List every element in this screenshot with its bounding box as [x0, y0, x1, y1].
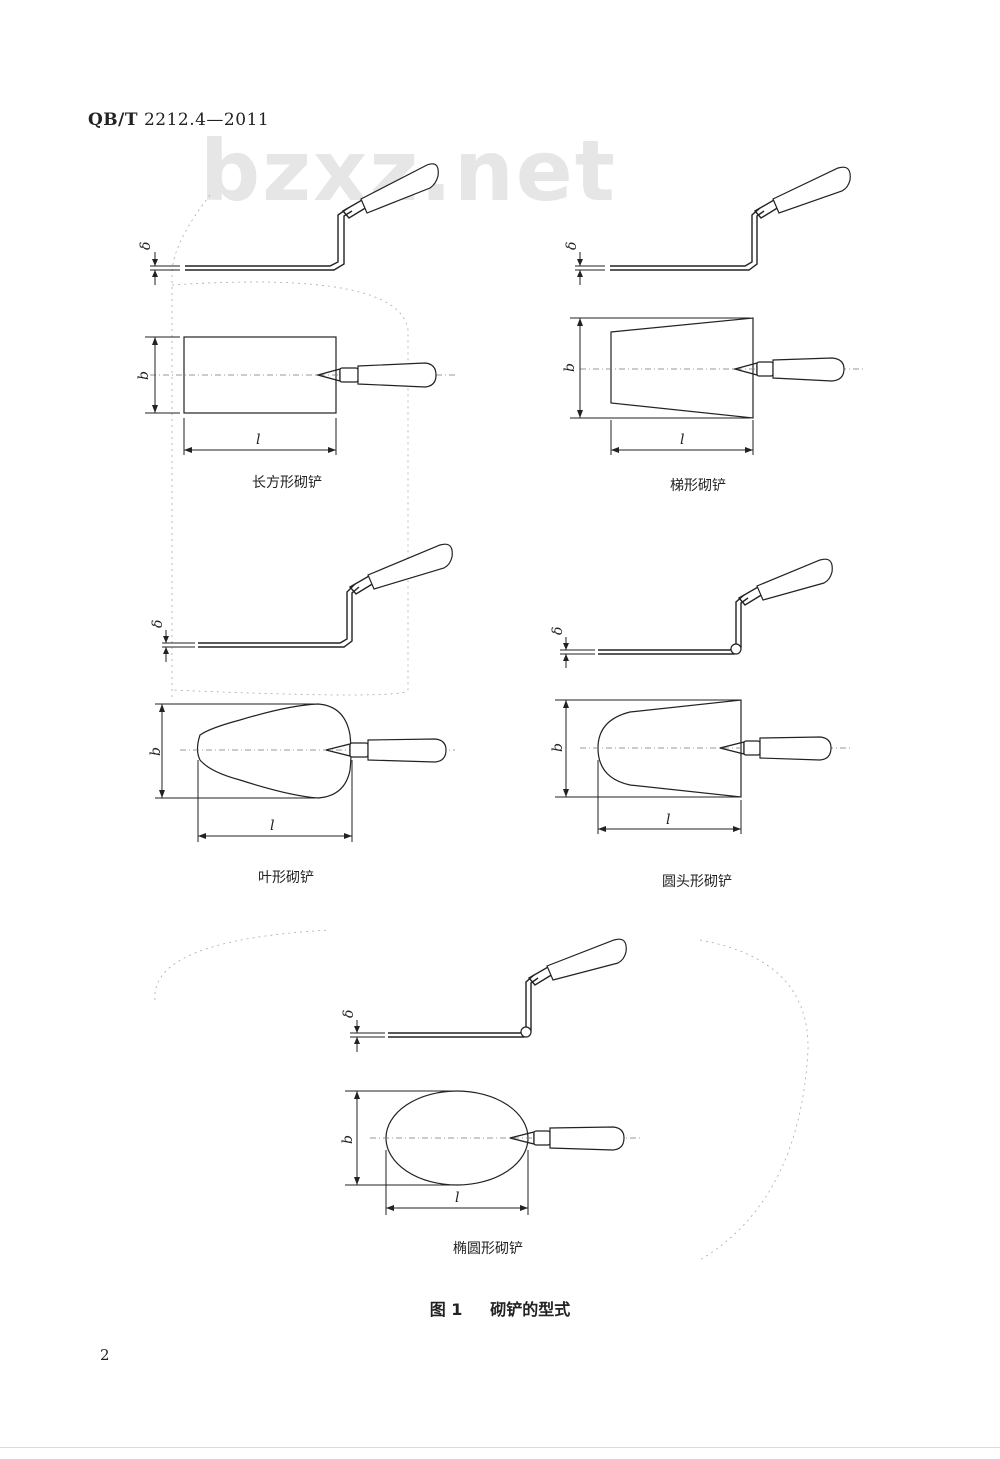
standard-number: 2212.4—2011 — [143, 110, 270, 130]
trowel-elliptical-side-view — [350, 938, 627, 1052]
trowel-trapezoid-top-view — [570, 317, 865, 455]
dim-delta: δ — [550, 627, 566, 635]
dim-l: l — [270, 818, 274, 834]
trowel-round-head-top-view — [555, 699, 850, 834]
standard-code: QB/T — [88, 110, 139, 130]
trowel-rectangular-top-view — [145, 336, 455, 455]
construction-curve — [154, 929, 331, 1001]
construction-curve — [171, 194, 211, 700]
caption-elliptical-trowel: 椭圆形砌铲 — [453, 1241, 523, 1257]
dim-l: l — [680, 432, 684, 448]
figure-caption: 图 1 砌铲的型式 — [0, 1296, 1000, 1320]
caption-trapezoid-trowel: 梯形砌铲 — [670, 478, 726, 494]
figure-number: 图 1 — [429, 1300, 463, 1319]
dim-b: b — [562, 363, 578, 372]
dim-delta: δ — [138, 242, 154, 250]
standard-header: QB/T 2212.4—2011 — [88, 110, 269, 130]
trowel-round-head-side-view — [560, 558, 833, 668]
dim-l: l — [256, 432, 260, 448]
dim-b: b — [550, 743, 566, 752]
trowel-leaf-top-view — [155, 703, 455, 842]
watermark: bzxz.net — [200, 122, 617, 220]
trowel-trapezoid-side-view — [575, 166, 851, 285]
dim-b: b — [148, 747, 164, 756]
dim-l: l — [666, 812, 670, 828]
page-number: 2 — [100, 1346, 110, 1364]
dim-b: b — [136, 371, 152, 380]
figure-title: 砌铲的型式 — [490, 1300, 571, 1319]
caption-round-head-trowel: 圆头形砌铲 — [662, 874, 732, 890]
dim-l: l — [455, 1190, 459, 1206]
caption-rectangular-trowel: 长方形砌铲 — [252, 475, 322, 491]
trowel-leaf-side-view — [162, 543, 453, 662]
page-bottom-edge — [0, 1447, 1000, 1448]
dim-delta: δ — [150, 620, 166, 628]
trowel-elliptical-top-view — [345, 1090, 640, 1215]
caption-leaf-trowel: 叶形砌铲 — [258, 870, 314, 886]
dim-b: b — [340, 1135, 356, 1144]
dim-delta: δ — [341, 1010, 357, 1018]
dim-delta: δ — [564, 242, 580, 250]
trowel-rectangular-side-view — [150, 163, 439, 285]
construction-curve — [699, 939, 809, 1261]
construction-curve — [171, 281, 409, 696]
